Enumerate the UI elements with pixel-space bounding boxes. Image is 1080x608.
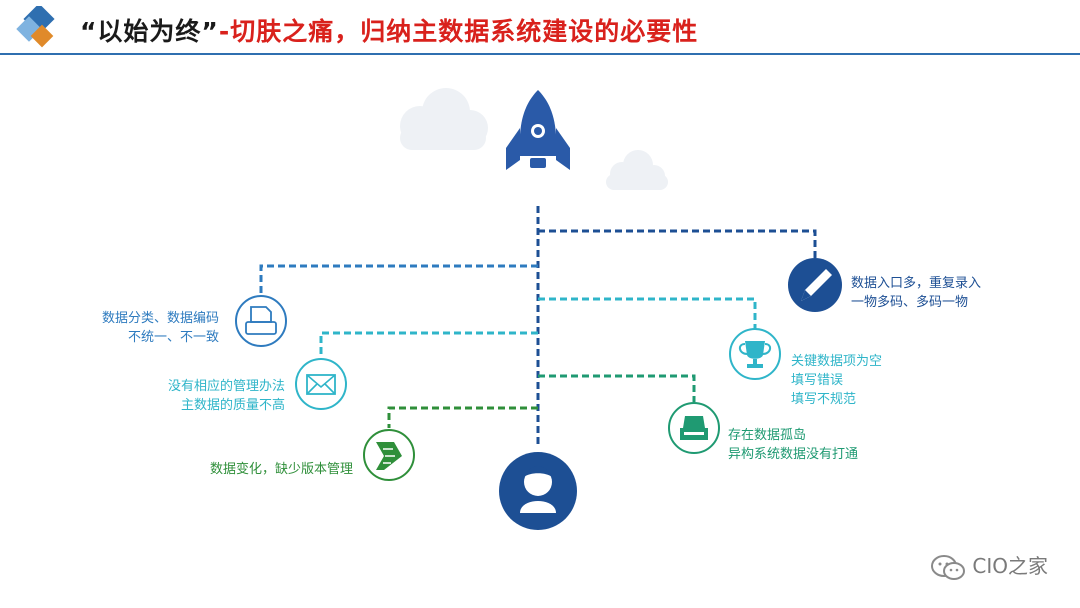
label-line: 数据入口多，重复录入 xyxy=(851,276,982,291)
pain-point-label: 数据变化，缺少版本管理 xyxy=(170,460,353,479)
label-line: 异构系统数据没有打通 xyxy=(728,447,859,462)
desktop-icon xyxy=(668,402,720,454)
header: “以始为终”-切肤之痛，归纳主数据系统建设的必要性 xyxy=(0,0,1080,56)
label-line: 存在数据孤岛 xyxy=(728,428,807,443)
label-line: 主数据的质量不高 xyxy=(180,398,285,413)
cloud-icon xyxy=(606,150,668,190)
pain-point-label: 数据入口多，重复录入 一物多码、多码一物 xyxy=(851,274,981,312)
label-line: 数据变化，缺少版本管理 xyxy=(209,462,353,477)
pain-point-label: 关键数据项为空 填写错误 填写不规范 xyxy=(791,352,882,409)
logo-icon xyxy=(16,6,55,48)
label-line: 一物多码、多码一物 xyxy=(851,295,969,310)
label-line: 没有相应的管理办法 xyxy=(167,379,285,394)
printer-icon xyxy=(235,295,287,347)
pain-point-label: 没有相应的管理办法 主数据的质量不高 xyxy=(130,377,285,415)
label-line: 不统一、不一致 xyxy=(127,330,219,345)
label-line: 数据分类、数据编码 xyxy=(101,311,219,326)
header-rule xyxy=(0,53,1080,55)
watermark-text: CIO之家 xyxy=(972,554,1048,578)
page-title: “以始为终”-切肤之痛，归纳主数据系统建设的必要性 xyxy=(80,12,698,48)
user-avatar-icon xyxy=(499,452,577,530)
label-line: 关键数据项为空 xyxy=(791,354,883,369)
cloud-icon xyxy=(400,88,488,150)
rocket-icon xyxy=(506,90,570,170)
pain-point-label: 数据分类、数据编码 不统一、不一致 xyxy=(70,309,219,347)
wechat-icon xyxy=(931,554,966,580)
pain-point-label: 存在数据孤岛 异构系统数据没有打通 xyxy=(728,426,858,464)
title-quote: “以始为终” xyxy=(80,17,219,46)
trophy-icon xyxy=(729,328,781,380)
watermark: CIO之家 xyxy=(930,550,1048,582)
label-line: 填写错误 xyxy=(791,373,844,388)
scroll-icon xyxy=(363,429,415,481)
pencil-icon xyxy=(788,258,842,312)
label-line: 填写不规范 xyxy=(791,392,857,407)
title-rest: -切肤之痛，归纳主数据系统建设的必要性 xyxy=(218,17,699,46)
envelope-icon xyxy=(295,358,347,410)
